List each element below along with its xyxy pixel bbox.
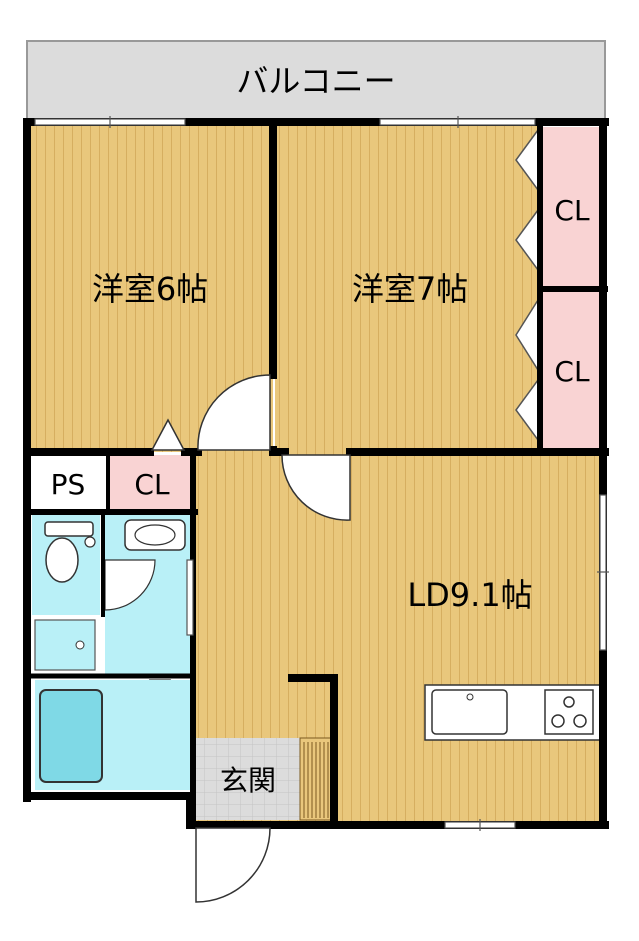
closet-top: CL: [540, 127, 600, 287]
laundry-space: [34, 619, 96, 671]
windows: [34, 116, 609, 831]
toilet-area: [32, 515, 100, 615]
washroom-door-swing: [104, 559, 156, 611]
balcony-label: バルコニー: [236, 62, 395, 100]
western-room-6-label: 洋室6帖: [92, 270, 208, 308]
western-room-6: 洋室6帖: [27, 122, 273, 452]
balcony: バルコニー: [26, 40, 606, 120]
toilet-icon: [45, 537, 79, 583]
bathroom: [35, 680, 190, 790]
closet-small-label: CL: [134, 468, 170, 501]
closet-small: CL: [110, 455, 190, 510]
closet-bottom-label: CL: [554, 355, 590, 388]
room-7-door-swing: [281, 454, 351, 521]
bathtub-icon: [39, 689, 103, 783]
kitchen-sink-icon: [431, 689, 508, 735]
western-room-7-label: 洋室7帖: [352, 270, 468, 308]
kitchen-counter: [424, 684, 601, 741]
sink-icon: [134, 524, 176, 546]
entrance: 玄関: [195, 737, 333, 821]
closet-small-door-mark: [150, 418, 186, 451]
washroom: [104, 515, 190, 697]
closet-bottom: CL: [540, 292, 600, 450]
entrance-label: 玄関: [220, 764, 276, 797]
room-6-door-swing: [197, 374, 271, 451]
pipe-space: PS: [27, 455, 107, 510]
closet-door-marks: [515, 127, 539, 443]
living-dining-label: LD9.1帖: [407, 576, 532, 614]
pipe-space-label: PS: [51, 468, 86, 501]
entrance-door-swing: [195, 827, 271, 903]
closet-top-label: CL: [554, 194, 590, 227]
western-room-7: 洋室7帖: [275, 122, 538, 452]
door-swings: [150, 374, 351, 903]
